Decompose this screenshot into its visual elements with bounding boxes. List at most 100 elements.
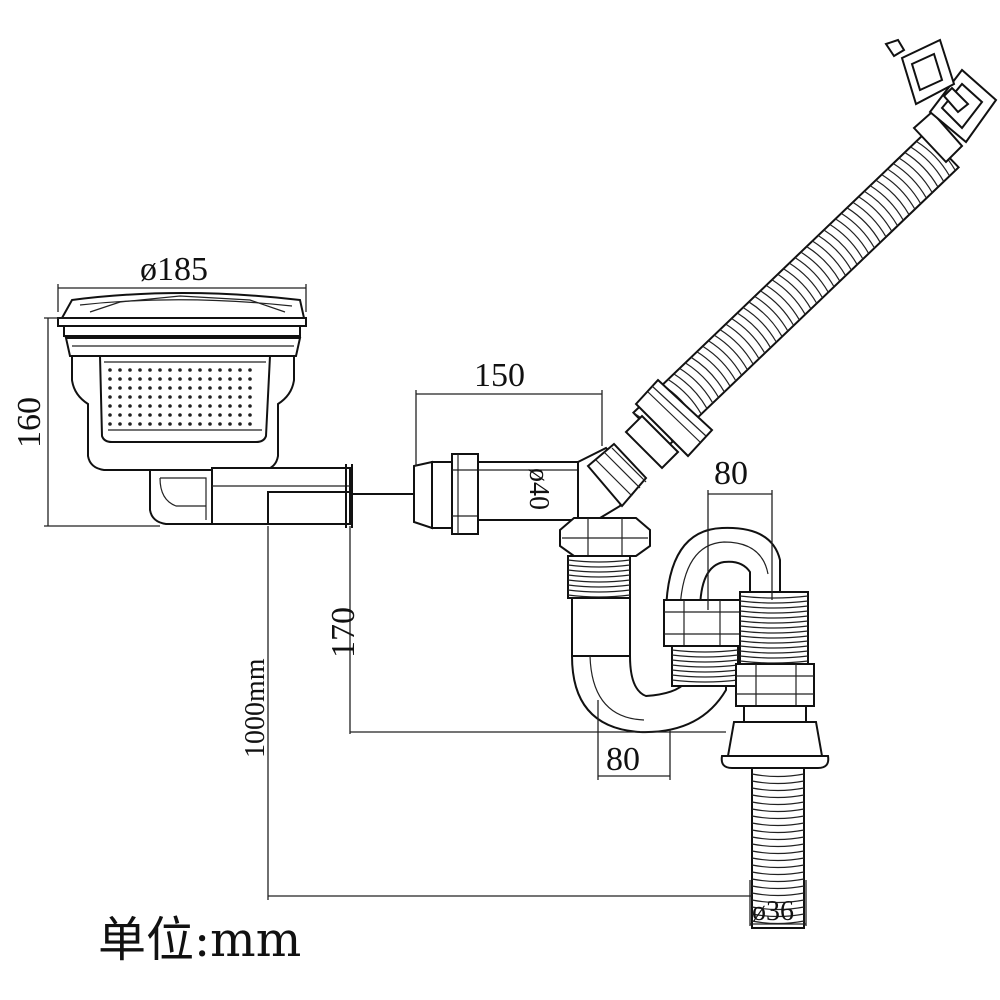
perforation-dot <box>108 368 112 372</box>
trap-width-bottom-label: 80 <box>606 741 640 778</box>
perforation-dot <box>158 395 162 399</box>
dimension-pipe-length: 150 <box>415 357 603 466</box>
hose-rib <box>737 312 772 348</box>
hose-rib <box>751 878 805 883</box>
perforation-dot <box>228 404 232 408</box>
dimension-basket-height: 160 <box>11 317 160 527</box>
perforation-dot <box>208 368 212 372</box>
dimension-trap-width-top: 80 <box>707 455 773 610</box>
hose-rib <box>751 780 805 785</box>
hose-rib <box>783 268 818 304</box>
perforation-dot <box>198 395 202 399</box>
hose-rib <box>751 801 805 806</box>
hose-rib <box>751 808 805 813</box>
perforation-dot <box>218 377 222 381</box>
basket-perforations <box>108 368 252 426</box>
perforation-dot <box>128 368 132 372</box>
hose-rib <box>685 362 720 398</box>
dimension-trap-width-bottom: 80 <box>597 700 671 780</box>
perforation-dot <box>138 404 142 408</box>
hose-rib <box>679 367 714 404</box>
pipe-diameter-label: ø40 <box>523 468 554 510</box>
perforation-dot <box>158 377 162 381</box>
thread-line <box>567 569 631 573</box>
perforation-dot <box>248 368 252 372</box>
basket-strainer <box>57 292 353 528</box>
perforation-dot <box>168 404 172 408</box>
perforation-dot <box>118 422 122 426</box>
thread-line <box>567 589 631 593</box>
hose-rib <box>823 229 858 265</box>
hose-rib <box>840 212 876 249</box>
perforation-dot <box>248 422 252 426</box>
hose-rib <box>702 345 737 382</box>
hose-rib <box>751 913 805 918</box>
hose-rib <box>887 168 922 204</box>
perforation-dot <box>138 413 142 417</box>
hose-rib <box>875 179 910 216</box>
hose-rib <box>858 196 893 232</box>
perforation-dot <box>198 413 202 417</box>
perforation-dot <box>218 386 222 390</box>
hose-rib <box>829 223 864 260</box>
perforation-dot <box>228 386 232 390</box>
perforation-dot <box>148 422 152 426</box>
perforation-dot <box>238 413 242 417</box>
perforation-dot <box>128 377 132 381</box>
perforation-dot <box>168 422 172 426</box>
perforation-dot <box>158 404 162 408</box>
hose-rib <box>916 140 951 177</box>
hose-rib <box>731 318 766 354</box>
perforation-dot <box>198 368 202 372</box>
thread-line <box>739 610 809 614</box>
perforation-dot <box>178 377 182 381</box>
perforation-dot <box>178 404 182 408</box>
hose-rib <box>751 885 805 890</box>
thread-line <box>739 635 809 639</box>
perforation-dot <box>148 386 152 390</box>
horizontal-pipe <box>413 453 579 535</box>
perforation-dot <box>228 413 232 417</box>
perforation-dot <box>128 404 132 408</box>
perforation-dot <box>218 368 222 372</box>
p-trap <box>559 517 830 769</box>
thread-line <box>739 640 809 644</box>
hose-rib <box>852 201 887 238</box>
hose-rib <box>800 251 835 288</box>
hose-rib <box>864 190 899 227</box>
perforation-dot <box>198 422 202 426</box>
hose-rib <box>812 240 847 276</box>
perforation-dot <box>218 404 222 408</box>
perforation-dot <box>218 422 222 426</box>
hose-rib <box>869 185 904 221</box>
basket-diameter-label: ø185 <box>140 251 208 288</box>
hose-rib <box>708 340 743 376</box>
perforation-dot <box>208 413 212 417</box>
hose-rib <box>751 787 805 792</box>
perforation-dot <box>208 395 212 399</box>
perforation-dot <box>108 404 112 408</box>
perforation-dot <box>188 413 192 417</box>
perforation-dot <box>248 386 252 390</box>
perforation-dot <box>208 386 212 390</box>
perforation-dot <box>198 377 202 381</box>
perforation-dot <box>128 395 132 399</box>
hose-rib <box>742 306 777 343</box>
perforation-dot <box>178 395 182 399</box>
perforation-dot <box>178 386 182 390</box>
perforation-dot <box>238 386 242 390</box>
thread-line <box>739 625 809 629</box>
hose-rib <box>713 334 748 371</box>
perforation-dot <box>138 395 142 399</box>
hose-rib <box>751 815 805 820</box>
perforation-dot <box>218 395 222 399</box>
hose-rib <box>751 857 805 862</box>
hose-rib <box>725 323 760 360</box>
perforation-dot <box>248 413 252 417</box>
hose-rib <box>696 351 731 387</box>
perforation-dot <box>248 377 252 381</box>
hose-rib <box>910 146 945 182</box>
hose-rib <box>751 892 805 897</box>
overflow-hose-body <box>631 131 961 449</box>
